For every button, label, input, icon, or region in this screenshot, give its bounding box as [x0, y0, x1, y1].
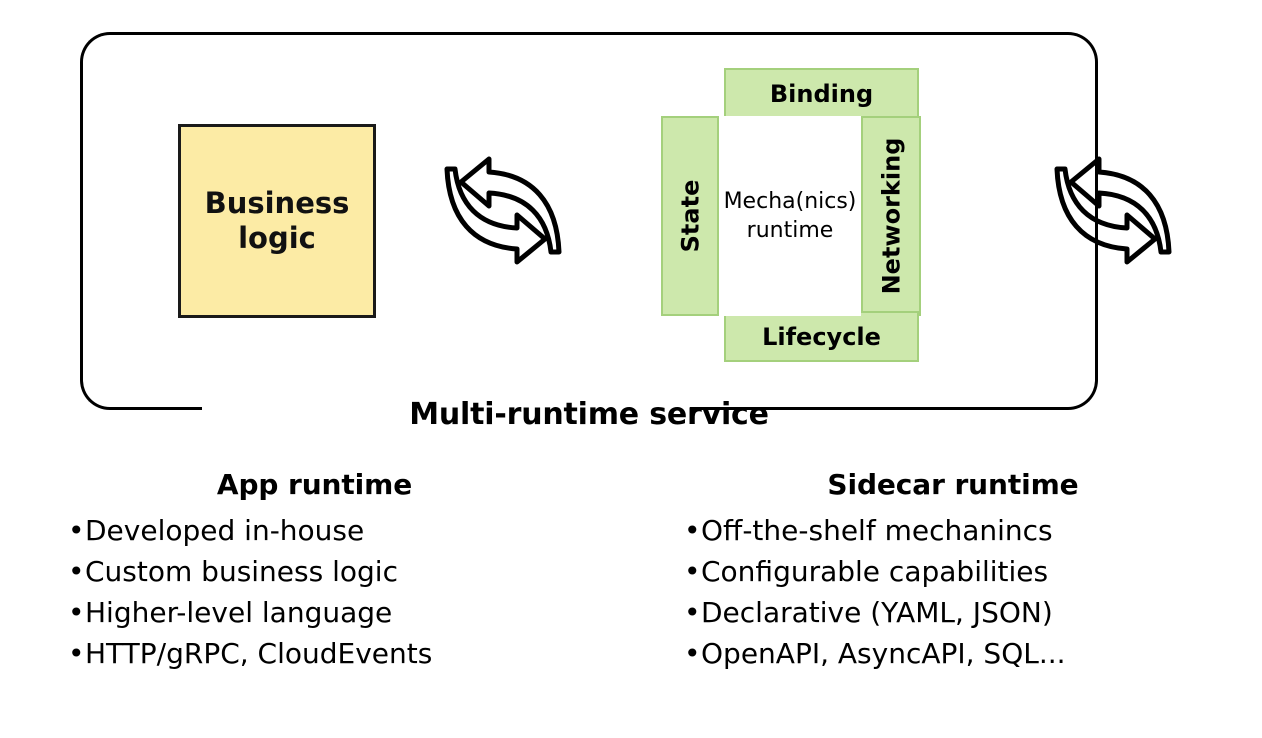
bullet-icon: •: [684, 554, 701, 588]
bullet-icon: •: [684, 595, 701, 629]
frame-corner-top-left: [80, 32, 110, 62]
list-item-label: HTTP/gRPC, CloudEvents: [85, 636, 433, 670]
list-item-label: Higher-level language: [85, 595, 393, 629]
list-item: •HTTP/gRPC, CloudEvents: [68, 634, 631, 675]
frame-corner-top-right: [1068, 32, 1098, 62]
frame-edge-bottom-right-stub: [690, 407, 1068, 410]
business-logic-label-line2: logic: [238, 221, 316, 255]
bullet-icon: •: [684, 636, 701, 670]
column-sidecar-runtime: Sidecar runtime •Off-the-shelf mechaninc…: [631, 468, 1262, 675]
column-sidecar-runtime-list: •Off-the-shelf mechanincs •Configurable …: [684, 511, 1262, 675]
capability-lifecycle-label: Lifecycle: [762, 322, 881, 351]
frame-edge-top: [110, 32, 1068, 35]
column-app-runtime-title: App runtime: [216, 468, 413, 501]
capability-state-label: State: [676, 179, 705, 253]
mechanics-runtime-core-line1: Mecha(nics): [723, 188, 857, 214]
mechanics-runtime-core-label: Mecha(nics) runtime: [724, 187, 857, 245]
bullet-icon: •: [68, 595, 85, 629]
list-item-label: OpenAPI, AsyncAPI, SQL...: [701, 636, 1066, 670]
list-item-label: Developed in-house: [85, 514, 365, 547]
business-logic-label-line1: Business: [204, 185, 350, 220]
list-item-label: Declarative (YAML, JSON): [701, 595, 1053, 629]
bidirectional-sync-arrows-icon: [423, 133, 583, 292]
list-item: •Configurable capabilities: [684, 552, 1262, 593]
frame-edge-bottom-left-stub: [110, 407, 202, 410]
mechanics-runtime-core: Mecha(nics) runtime: [719, 116, 861, 316]
mechanics-runtime-box: Binding State Networking Lifecycle Mecha…: [661, 68, 921, 362]
column-sidecar-runtime-title: Sidecar runtime: [827, 468, 1079, 501]
list-item: •OpenAPI, AsyncAPI, SQL...: [684, 634, 1262, 675]
column-app-runtime: App runtime •Developed in-house •Custom …: [0, 468, 631, 675]
list-item-label: Off-the-shelf mechanincs: [701, 514, 1053, 547]
multi-runtime-service-frame: Multi-runtime service: [80, 32, 1098, 432]
bullet-icon: •: [684, 514, 701, 547]
list-item: •Off-the-shelf mechanincs: [684, 511, 1262, 552]
bullet-icon: •: [68, 554, 85, 588]
frame-caption-label: Multi-runtime service: [409, 397, 769, 432]
bidirectional-sync-arrows-icon: [1033, 133, 1193, 292]
column-app-runtime-list: •Developed in-house •Custom business log…: [68, 511, 631, 675]
mechanics-runtime-core-line2: runtime: [746, 218, 834, 243]
capability-binding-label: Binding: [769, 79, 874, 108]
list-item: •Declarative (YAML, JSON): [684, 593, 1262, 634]
capability-binding: Binding: [724, 68, 919, 119]
list-item: •Custom business logic: [68, 552, 631, 593]
capability-lifecycle: Lifecycle: [724, 311, 919, 362]
capability-networking-label: Networking: [877, 137, 906, 295]
list-item: •Higher-level language: [68, 593, 631, 634]
frame-edge-left: [80, 62, 83, 380]
capability-networking: Networking: [861, 116, 921, 316]
list-item-label: Configurable capabilities: [701, 554, 1049, 588]
list-item: •Developed in-house: [68, 511, 631, 552]
runtime-comparison-columns: App runtime •Developed in-house •Custom …: [0, 468, 1262, 675]
list-item-label: Custom business logic: [85, 554, 398, 588]
bullet-icon: •: [68, 636, 85, 670]
capability-state: State: [661, 116, 719, 316]
bullet-icon: •: [68, 514, 85, 547]
